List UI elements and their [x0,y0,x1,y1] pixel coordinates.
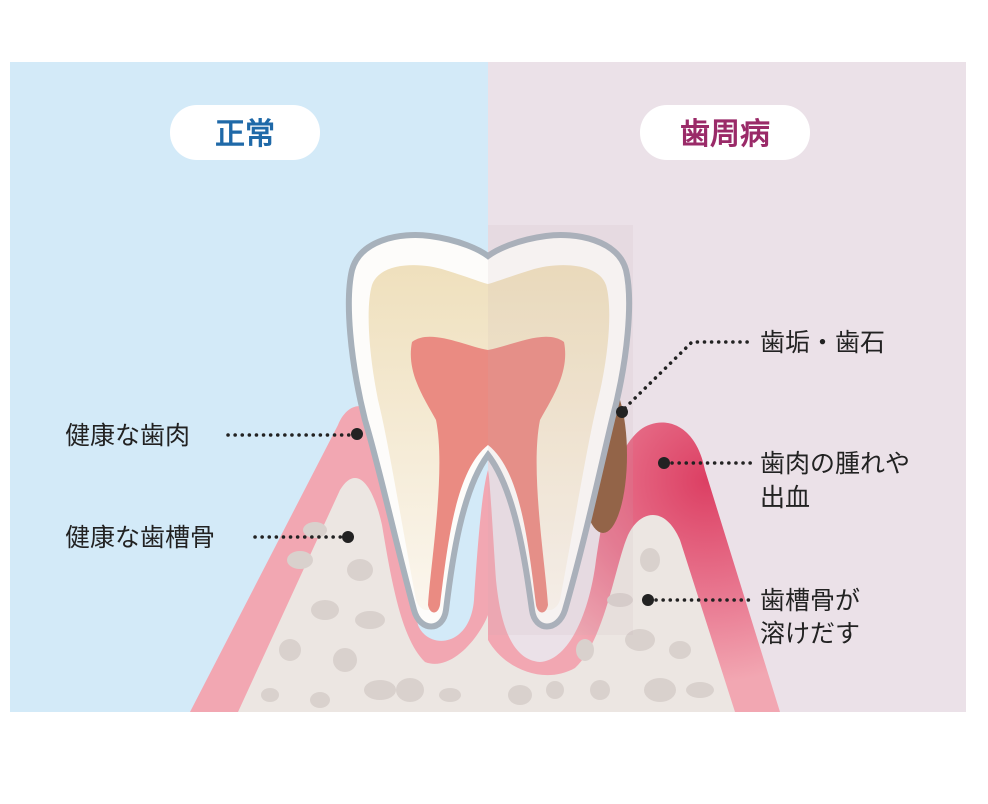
label-healthy-gum: 健康な歯肉 [65,421,190,450]
bone-spot [310,692,330,708]
bone-spot [303,522,327,538]
bone-spot [355,611,385,629]
label-plaque: 歯垢・歯石 [760,328,885,357]
healthy-alveolar-bone [238,477,488,712]
tooth-pulp [410,336,566,613]
disease-title-pill: 歯周病 [640,105,810,160]
bone-spot [311,600,339,620]
receding-alveolar-bone [488,515,735,712]
bone-spot [439,688,461,702]
bone-spot [347,559,373,581]
label-gum-swelling-1: 歯肉の腫れや [760,449,910,478]
bone-spot [644,678,676,702]
bone-spot [364,680,396,700]
bone-spot [686,682,714,698]
pointer-dot [342,531,354,543]
normal-title: 正常 [215,117,275,152]
pointer-dot [658,457,670,469]
bone-spot [625,629,655,651]
bone-spot [261,688,279,702]
pointer-dot [351,428,363,440]
disease-tint-overlay [488,225,633,635]
bone-spot [287,551,313,569]
bone-spot [590,680,610,700]
bone-spot [508,685,532,705]
bone-spot [607,593,633,607]
label-bone-loss-2: 溶けだす [760,619,860,648]
bone-spot [333,648,357,672]
bone-texture [261,522,714,708]
pointer-dot [616,406,628,418]
bone-spot [669,641,691,659]
bone-spot [576,639,594,661]
label-bone-loss-1: 歯槽骨が [760,586,860,615]
bone-spot [279,639,301,661]
bone-spot [640,548,660,572]
disease-title: 歯周病 [680,117,770,152]
pointer-dot [642,594,654,606]
normal-title-pill: 正常 [170,105,320,160]
leader-line [623,340,754,410]
bone-spot [546,681,564,699]
bone-spot [396,678,424,702]
label-gum-swelling-2: 出血 [760,483,810,512]
label-healthy-bone: 健康な歯槽骨 [65,523,215,552]
